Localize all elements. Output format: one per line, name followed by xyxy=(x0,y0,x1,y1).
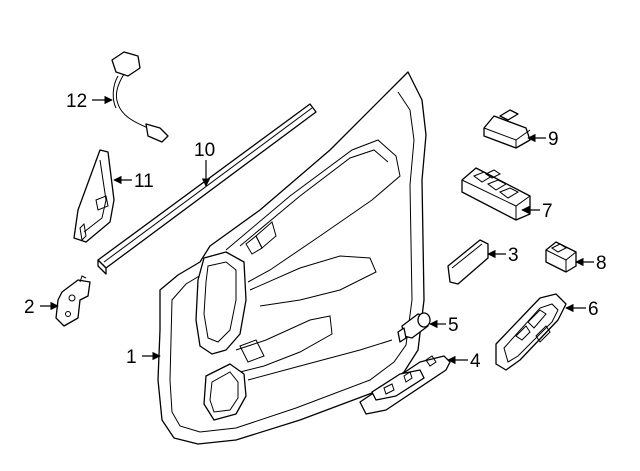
callout-2: 2 xyxy=(24,297,35,318)
callout-5: 5 xyxy=(448,315,459,336)
mirror-switch xyxy=(483,109,531,149)
pull-handle xyxy=(359,355,451,415)
lock-switch xyxy=(545,241,577,273)
callout-3: 3 xyxy=(508,245,519,266)
tweeter-harness xyxy=(111,51,169,143)
callout-1: 1 xyxy=(126,347,137,368)
callout-8: 8 xyxy=(596,253,607,274)
mounting-bracket xyxy=(55,275,91,327)
callout-11: 11 xyxy=(134,171,154,192)
power-window-master-switch xyxy=(461,167,531,221)
callout-7: 7 xyxy=(542,201,553,222)
callout-leaders xyxy=(40,95,594,365)
callout-4: 4 xyxy=(470,351,481,372)
clip xyxy=(397,312,431,343)
door-trim-panel xyxy=(157,71,427,445)
master-window-switch-bezel xyxy=(495,293,567,371)
trim-cover xyxy=(447,239,489,285)
mirror-corner-trim xyxy=(73,149,115,243)
callout-labels: 1 2 3 4 5 6 7 8 9 10 11 12 xyxy=(24,91,607,372)
callout-12: 12 xyxy=(66,91,87,112)
callout-6: 6 xyxy=(588,299,599,320)
callout-10: 10 xyxy=(194,140,215,161)
callout-9: 9 xyxy=(548,129,559,150)
